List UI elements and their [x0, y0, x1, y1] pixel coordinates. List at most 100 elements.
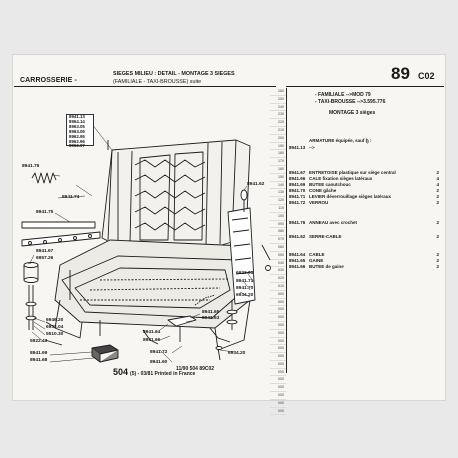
category-title: CARROSSERIE - [20, 77, 77, 84]
part-quantity: 2 [436, 194, 439, 199]
parts-row: ARMATURE équipée, sauf ⦗⦘ : [289, 138, 439, 144]
part-ref: 8941.71 [289, 194, 306, 199]
part-quantity: 2 [436, 258, 439, 263]
label-6957-26: 6957.26 [36, 256, 54, 261]
part-quantity: 4 [436, 182, 439, 187]
label-8941-62: 8941.62 [247, 182, 265, 187]
part-ref: 8941.13 [289, 145, 306, 150]
part-description: BUTEE caoutchouc [309, 182, 351, 187]
part-description: ANNEAU avec crochet [309, 220, 358, 225]
row-number: 100 [270, 213, 286, 221]
row-number: 090 [270, 221, 286, 229]
label-6946-20: 6946.20 [46, 318, 64, 323]
label-6932-04: 6932.04 [46, 325, 64, 330]
row-number: 240 [270, 104, 286, 112]
row-number: 000 [270, 291, 286, 299]
part-description: CONE gâche [309, 188, 337, 193]
label-6934-20: 6934.20 [236, 293, 254, 298]
label-8941-71: 8941.71 [236, 279, 254, 284]
legend-item: 8964.14 [69, 118, 85, 124]
part-quantity: 2 [436, 188, 439, 193]
legend-item: 8963.06 [69, 128, 85, 134]
row-number: 230 [270, 111, 286, 120]
legend-item: 8962.95 [69, 133, 85, 139]
label-8941-63: 8941.63 [202, 316, 220, 321]
row-number: 260 [270, 88, 286, 96]
row-number: 000 [270, 392, 286, 400]
legend-item: 8941.13 [69, 114, 85, 119]
footer: 504(5) - 03/81 Printed in France [113, 362, 195, 380]
row-number: 000 [270, 306, 286, 315]
part-description: BUTEE de gaine [309, 264, 344, 269]
label-8941-69: 8941.69 [30, 351, 48, 356]
row-number: 000 [270, 376, 286, 385]
row-number: 220 [270, 119, 286, 127]
rubber-stop-block [91, 344, 119, 363]
label-8941-76: 8941.76 [22, 164, 40, 169]
model-line-2: - TAXI-BROUSSE -->3.595.776 [315, 99, 386, 105]
row-number: 000 [270, 322, 286, 330]
spring-hook [31, 172, 57, 184]
part-description: ARMATURE équipée, sauf ⦗⦘ : [309, 138, 372, 143]
seat-back-frame [101, 139, 251, 247]
part-ref: 8941.64 [289, 252, 306, 257]
row-number: 210 [270, 127, 286, 135]
row-number: 080 [270, 228, 286, 237]
row-number: 000 [270, 299, 286, 307]
model-line-1: - FAMILIALE -->MOD 79 [315, 92, 371, 98]
page-code: C02 [418, 71, 435, 81]
part-description: LEVIER déverrouillage sièges latéraux [309, 194, 392, 199]
legend-item: 8963.05 [69, 123, 85, 129]
right-hardware [209, 300, 238, 361]
part-description: VERROU [309, 200, 329, 205]
part-quantity: 2 [436, 252, 439, 257]
row-number: 180 [270, 150, 286, 159]
part-description: GAINE [309, 258, 324, 263]
part-description: ENTRETOISE plastique sur siège central [309, 170, 396, 175]
part-quantity: 2 [436, 220, 439, 225]
row-number: 070 [270, 236, 286, 244]
row-number: 000 [270, 400, 286, 408]
label-8941-72: 8941.72 [150, 350, 168, 355]
row-number: 000 [270, 361, 286, 369]
row-number: 110 [270, 205, 286, 213]
part-ref: 8941.66 [289, 264, 306, 269]
header-line-2: (FAMILIALE - TAXI-BROUSSE) suite [113, 79, 202, 85]
parts-row: 8941.13--> [289, 145, 439, 151]
label-8941-65: 8941.65 [202, 310, 220, 315]
row-number: 030 [270, 267, 286, 276]
row-number: 000 [270, 345, 286, 354]
row-number: 160 [270, 166, 286, 174]
label-8941-75: 8941.75 [36, 210, 54, 215]
rubber-bumper [23, 262, 39, 283]
label-8941-60: 8941.60 [150, 360, 168, 365]
part-quantity: 2 [436, 264, 439, 269]
column-divider [286, 88, 287, 373]
part-quantity: 2 [436, 234, 439, 239]
seat-base-frame [54, 239, 251, 351]
row-number: 060 [270, 244, 286, 252]
footer-page-ref: 504 [113, 367, 129, 377]
part-ref: 8941.76 [289, 220, 306, 225]
footer-print-info: (5) - 03/81 Printed in France [130, 371, 196, 377]
row-number: 050 [270, 252, 286, 260]
cable-sheath [142, 329, 159, 345]
row-number: 000 [270, 408, 286, 416]
part-description: SERRE-CABLE [309, 234, 342, 239]
part-quantity: 2 [436, 200, 439, 205]
part-description: CABLE [309, 252, 325, 257]
label-6923-03: 6923.03 [236, 271, 254, 276]
label-8941-67: 8941.67 [36, 249, 54, 254]
page-header: CARROSSERIE - SIEGES MILIEU : DETAIL - M… [14, 68, 276, 90]
row-number: 000 [270, 384, 286, 393]
row-number: 010 [270, 283, 286, 291]
